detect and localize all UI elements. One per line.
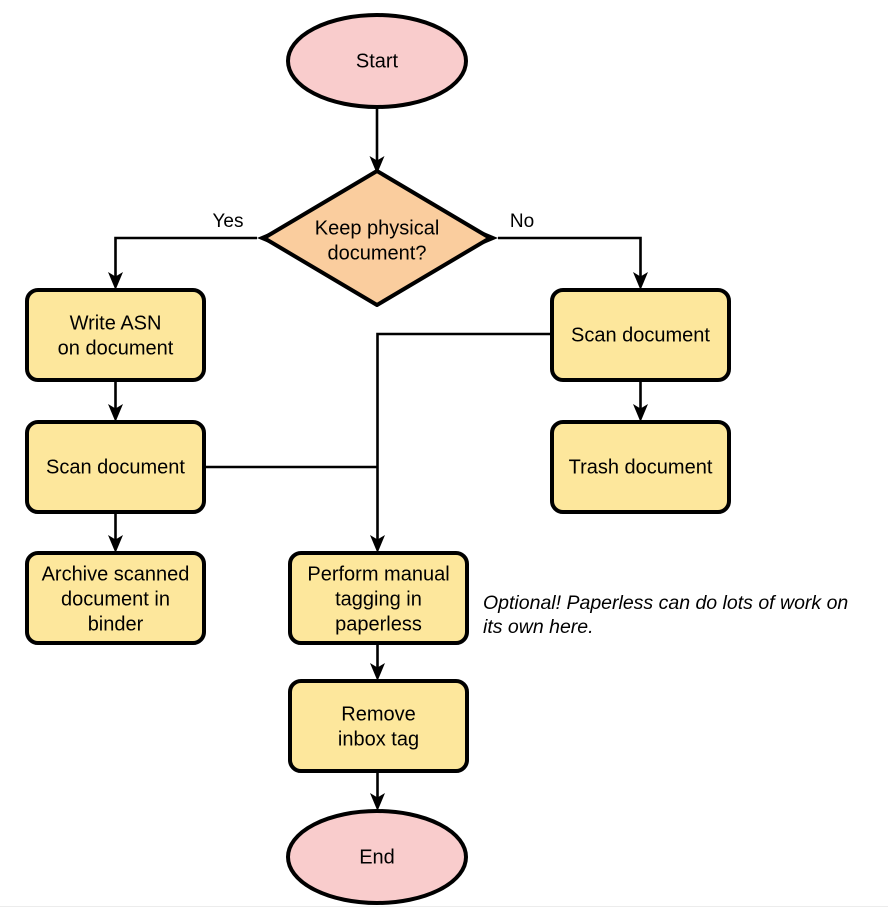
node-end-label: End — [359, 846, 395, 868]
node-layer: Start Keep physical document? Write ASN … — [25, 13, 731, 905]
annotation-optional-note-line2: its own here. — [483, 616, 594, 638]
node-keep-physical-document-label-line1: Keep physical — [315, 217, 440, 239]
node-end-shape[interactable] — [286, 809, 468, 905]
edge-label-no: No — [510, 211, 534, 232]
node-perform-manual-tagging-in-paperless-label-line1: Perform manual — [307, 563, 449, 585]
node-archive-scanned-document-in-binder-label-line2: document in — [61, 588, 170, 610]
node-end[interactable]: End — [286, 809, 468, 905]
node-perform-manual-tagging-in-paperless-shape[interactable] — [288, 551, 469, 645]
node-scan-document-left-shape[interactable] — [25, 420, 206, 514]
edge-tagging-to-remove-inbox-tag — [370, 643, 385, 681]
node-scan-document-right-label: Scan document — [571, 324, 710, 346]
node-remove-inbox-tag-label-line1: Remove — [341, 703, 415, 725]
node-archive-scanned-document-in-binder-shape[interactable] — [25, 551, 206, 645]
node-archive-scanned-document-in-binder[interactable]: Archive scanned document in binder — [25, 551, 206, 645]
node-archive-scanned-document-in-binder-label-line3: binder — [88, 613, 144, 635]
node-scan-document-left[interactable]: Scan document — [25, 420, 206, 514]
edge-scan-right-to-trash — [633, 380, 648, 422]
node-trash-document[interactable]: Trash document — [550, 420, 731, 514]
node-scan-document-right[interactable]: Scan document — [550, 288, 731, 382]
node-archive-scanned-document-in-binder-label-line1: Archive scanned — [42, 563, 190, 585]
node-start-shape[interactable] — [286, 13, 468, 109]
edge-label-layer: Yes No — [213, 211, 535, 232]
annotation-optional-note: Optional! Paperless can do lots of work … — [483, 592, 848, 638]
node-trash-document-shape[interactable] — [550, 420, 731, 514]
node-perform-manual-tagging-in-paperless-label-line3: paperless — [335, 613, 422, 635]
node-keep-physical-document-label-line2: document? — [328, 242, 427, 264]
edge-decision-no-to-scan-right — [480, 230, 648, 290]
edge-layer — [108, 107, 648, 811]
node-write-asn-on-document-label-line2: on document — [58, 337, 174, 359]
edge-scan-left-to-archive — [108, 512, 123, 553]
node-keep-physical-document-shape[interactable] — [262, 169, 492, 307]
edge-start-to-decision — [369, 107, 385, 174]
node-remove-inbox-tag-shape[interactable] — [288, 679, 469, 773]
node-write-asn-on-document-label-line1: Write ASN — [70, 312, 162, 334]
edge-remove-inbox-tag-to-end — [370, 771, 385, 811]
node-trash-document-label: Trash document — [569, 456, 713, 478]
node-scan-document-left-label: Scan document — [46, 456, 185, 478]
node-start[interactable]: Start — [286, 13, 468, 109]
node-remove-inbox-tag[interactable]: Remove inbox tag — [288, 679, 469, 773]
edge-label-yes: Yes — [213, 211, 244, 232]
edge-decision-yes-to-write-asn — [108, 230, 275, 290]
annotation-optional-note-line1: Optional! Paperless can do lots of work … — [483, 592, 848, 614]
edge-write-asn-to-scan-left — [108, 380, 123, 422]
node-write-asn-on-document-shape[interactable] — [25, 288, 206, 382]
node-keep-physical-document[interactable]: Keep physical document? — [262, 169, 492, 307]
node-write-asn-on-document[interactable]: Write ASN on document — [25, 288, 206, 382]
node-start-label: Start — [356, 50, 399, 72]
node-scan-document-right-shape[interactable] — [550, 288, 731, 382]
edge-scan-right-to-tagging — [370, 332, 552, 553]
node-remove-inbox-tag-label-line2: inbox tag — [338, 728, 419, 750]
node-perform-manual-tagging-in-paperless[interactable]: Perform manual tagging in paperless — [288, 551, 469, 645]
node-perform-manual-tagging-in-paperless-label-line2: tagging in — [335, 588, 422, 610]
